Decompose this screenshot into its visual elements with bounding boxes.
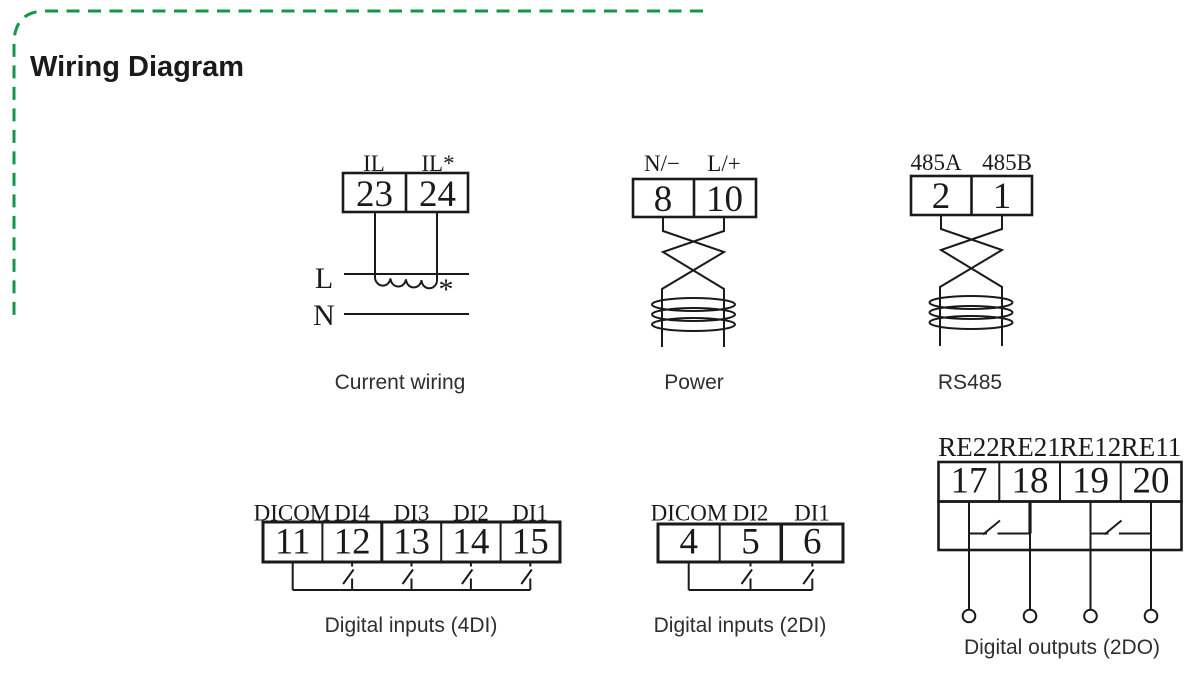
switch-symbol-di3 xyxy=(401,562,414,590)
rs485-diagram: 485A 485B 2 1 RS485 xyxy=(909,150,1034,394)
switch-symbol-di1 xyxy=(520,562,533,590)
output-terminal-circle xyxy=(1022,608,1038,624)
phase-label-L: L xyxy=(315,262,333,295)
terminal-label-IL: IL xyxy=(363,151,385,176)
output-terminal-circle xyxy=(1143,608,1159,624)
output-terminal-circle xyxy=(1083,608,1098,624)
terminal-label-485B: 485B xyxy=(982,150,1032,175)
terminal-number-8: 8 xyxy=(654,179,673,220)
terminal-number-19: 19 xyxy=(1072,461,1109,502)
terminal-number-13: 13 xyxy=(393,522,430,563)
terminal-number-17: 17 xyxy=(951,461,988,502)
output-terminal-circle xyxy=(961,608,977,624)
terminal-label-DI1: DI1 xyxy=(794,501,830,526)
terminal-number-14: 14 xyxy=(452,522,489,563)
terminal-number-23: 23 xyxy=(356,174,393,215)
relay-contact-symbol-1 xyxy=(969,519,1030,536)
terminal-label-485A: 485A xyxy=(910,150,962,175)
relay-contact-symbol-2 xyxy=(1090,519,1151,536)
switch-symbol-di2 xyxy=(740,562,753,590)
power-diagram: N/− L/+ 8 10 Power xyxy=(631,151,758,394)
section-dashed-border xyxy=(12,9,703,322)
terminal-number-20: 20 xyxy=(1133,461,1170,502)
terminal-number-6: 6 xyxy=(803,522,822,563)
terminal-number-5: 5 xyxy=(741,522,760,563)
caption-current-wiring: Current wiring xyxy=(335,371,466,394)
switch-symbol-di2 xyxy=(461,562,474,590)
caption-rs485: RS485 xyxy=(938,371,1002,394)
page-title: Wiring Diagram xyxy=(30,51,244,83)
digital-outputs-2do-diagram: RE22 RE21 RE12 RE11 17 18 19 20 Digi xyxy=(937,432,1183,659)
terminal-label-L-plus: L/+ xyxy=(707,151,740,176)
ct-polarity-mark: * xyxy=(439,273,454,306)
terminal-label-RE21: RE21 xyxy=(999,432,1061,462)
caption-digital-inputs-4di: Digital inputs (4DI) xyxy=(325,614,498,637)
switch-symbol-di1 xyxy=(802,562,815,590)
terminal-number-2: 2 xyxy=(932,176,951,217)
twisted-pair-symbol xyxy=(661,217,727,347)
terminal-number-12: 12 xyxy=(334,522,371,563)
terminal-number-18: 18 xyxy=(1012,461,1049,502)
terminal-number-24: 24 xyxy=(419,174,456,215)
caption-digital-outputs-2do: Digital outputs (2DO) xyxy=(964,636,1160,659)
caption-digital-inputs-2di: Digital inputs (2DI) xyxy=(654,614,827,637)
terminal-label-DICOM: DICOM xyxy=(651,501,728,526)
switch-symbol-di4 xyxy=(342,562,355,590)
terminal-number-10: 10 xyxy=(706,179,743,220)
phase-label-N: N xyxy=(313,299,335,332)
ferrite-core-symbol xyxy=(928,295,1014,330)
relay-box xyxy=(937,500,1183,552)
terminal-number-15: 15 xyxy=(512,522,549,563)
ferrite-core-symbol xyxy=(651,297,736,332)
terminal-label-DI2: DI2 xyxy=(733,501,769,526)
terminal-number-1: 1 xyxy=(993,176,1012,217)
caption-power: Power xyxy=(664,371,724,394)
terminal-label-RE22: RE22 xyxy=(938,432,1000,462)
terminal-label-RE12: RE12 xyxy=(1060,432,1122,462)
digital-inputs-2di-diagram: DICOM DI2 DI1 4 5 6 Digital inputs (2DI) xyxy=(651,501,845,637)
terminal-number-4: 4 xyxy=(679,522,698,563)
current-wiring-diagram: IL IL* 23 24 L N * Current wiring xyxy=(313,151,470,394)
terminal-number-11: 11 xyxy=(275,522,311,563)
terminal-label-N-minus: N/− xyxy=(644,151,680,176)
digital-inputs-4di-diagram: DICOM DI4 DI3 DI2 DI1 11 12 13 14 15 xyxy=(254,501,562,637)
terminal-label-RE11: RE11 xyxy=(1121,432,1182,462)
ct-coil-symbol xyxy=(374,277,438,290)
